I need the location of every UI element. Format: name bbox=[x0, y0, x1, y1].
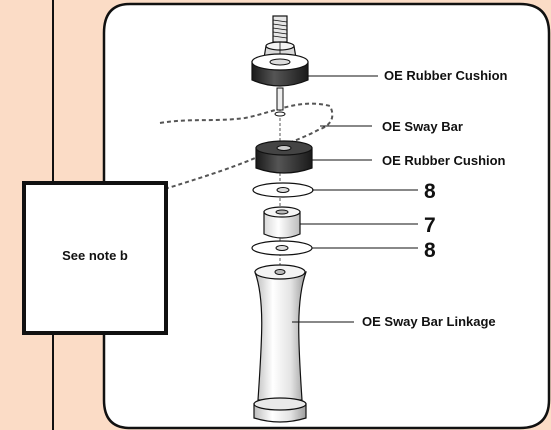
lower-washer bbox=[251, 240, 313, 256]
label-part-8-lower: 8 bbox=[424, 239, 436, 262]
leader-lines bbox=[292, 75, 418, 323]
label-part-7: 7 bbox=[424, 214, 436, 237]
label-top-rubber-cushion: OE Rubber Cushion bbox=[384, 68, 508, 83]
sway-bar-linkage bbox=[253, 264, 307, 423]
top-rubber-cushion bbox=[251, 53, 309, 87]
label-lower-rubber-cushion: OE Rubber Cushion bbox=[382, 153, 506, 168]
diagram-panel bbox=[102, 2, 551, 430]
lower-rubber-cushion bbox=[255, 140, 313, 174]
label-sway-bar: OE Sway Bar bbox=[382, 119, 463, 134]
note-text: See note b bbox=[62, 248, 128, 263]
label-part-8-upper: 8 bbox=[424, 180, 436, 203]
spacer bbox=[263, 206, 301, 239]
sway-bar-outline bbox=[159, 102, 334, 189]
note-box: See note b bbox=[22, 181, 168, 335]
upper-washer bbox=[252, 182, 314, 198]
label-sway-bar-linkage: OE Sway Bar Linkage bbox=[362, 314, 496, 329]
